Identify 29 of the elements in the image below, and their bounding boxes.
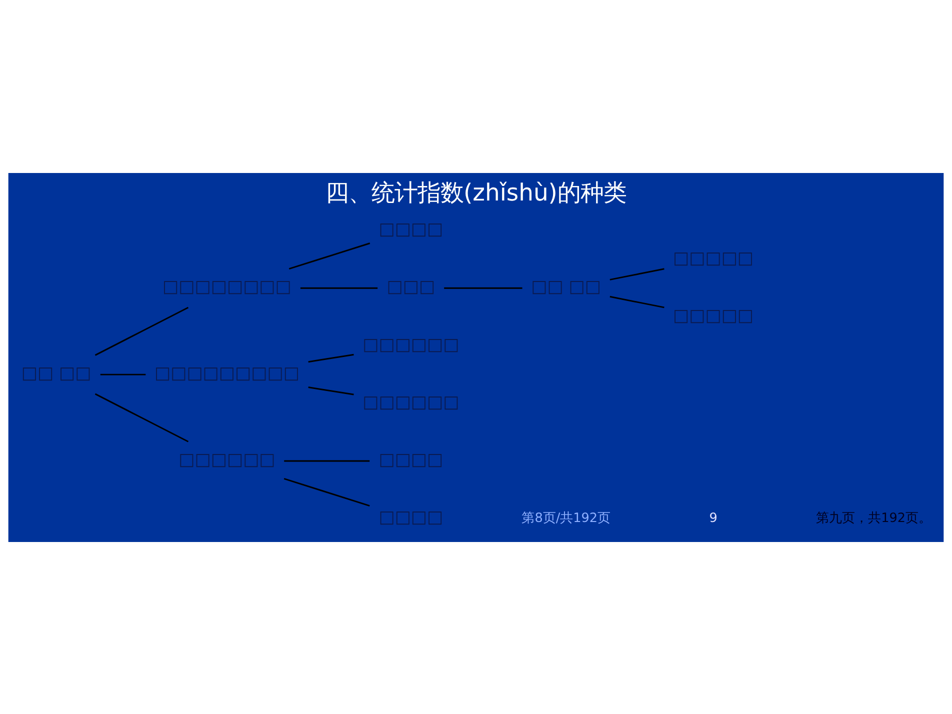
node-text: □□□□□□: [362, 334, 460, 354]
connector: [610, 268, 664, 280]
connector: [94, 306, 189, 356]
diagram-title: 四、统计指数(zhǐshù)的种类: [326, 178, 626, 206]
connector: [284, 460, 370, 462]
connector: [100, 373, 146, 375]
connector: [300, 286, 378, 288]
node-text: □□□□□□□□□: [154, 363, 300, 384]
connector: [308, 386, 354, 395]
connector: [94, 392, 189, 442]
connector: [610, 295, 664, 308]
node-text: □□□□□: [673, 248, 754, 268]
node-text: □□ □□: [21, 363, 92, 384]
connector: [308, 353, 354, 362]
label: 第8页/共192页: [522, 510, 611, 526]
node-text: □□□□□: [673, 306, 754, 326]
connector: [444, 286, 522, 288]
node-text: □□□□: [378, 219, 444, 240]
node-text: □□□□□□: [178, 450, 276, 470]
label: 第九页，共192页。: [816, 510, 932, 526]
node-text: □□□□: [378, 507, 444, 528]
node-text: □□□: [386, 276, 436, 297]
node-text: □□ □□: [531, 276, 602, 297]
node-text: □□□□: [378, 450, 444, 470]
connector: [288, 242, 370, 270]
label: 9: [709, 510, 718, 526]
node-text: □□□□□□: [362, 392, 460, 412]
node-text: □□□□□□□□: [162, 276, 292, 297]
connector: [284, 477, 370, 506]
